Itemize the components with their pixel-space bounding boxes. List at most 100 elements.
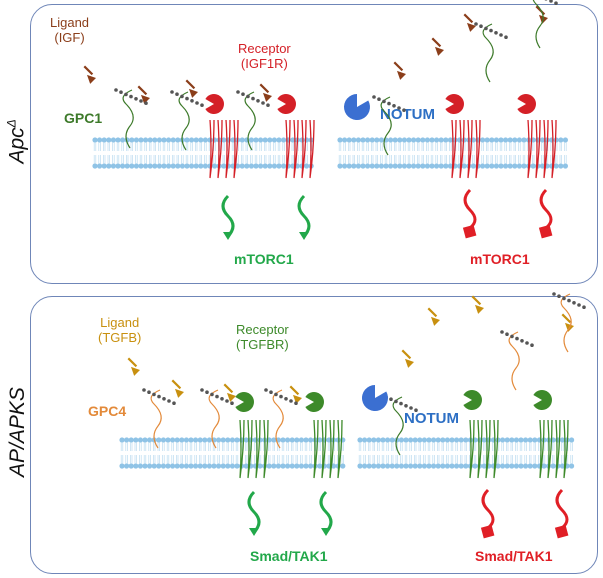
bottom-gpc-1-bead [172, 401, 176, 406]
bottom-gpc-shed-2-bead [557, 294, 561, 299]
top-gpc-shed-1-bead [484, 26, 488, 31]
bottom-blocked-1 [481, 488, 495, 530]
top-gpc-2-bead [195, 101, 199, 105]
bottom-gpc-4 [392, 396, 404, 456]
top-gpc-1-bead [124, 92, 128, 97]
bottom-gpc-3-bead [289, 399, 293, 403]
top-gpc-1-bead [134, 97, 138, 101]
bottom-gpc-4-bead [394, 399, 398, 404]
top-gpc-shed-1-bead [494, 31, 498, 35]
bottom-gpc-shed-2-bead [552, 292, 556, 296]
bottom-gpc-2-bead [205, 390, 209, 395]
top-gpc-4 [380, 96, 392, 156]
bottom-arrow-active-2-head [321, 528, 331, 536]
bottom-gpc-shed-2-bead [582, 305, 586, 310]
top-receptor-helix-2 [285, 119, 315, 179]
top-ligand-1-shaft [137, 85, 148, 96]
bottom-ligand-free-3-shaft [471, 295, 482, 306]
bottom-notum-label: NOTUM [404, 410, 459, 427]
bottom-gpc-shed-2-bead [562, 296, 566, 301]
bottom-ligand-3 [293, 394, 302, 404]
top-output-right: mTORC1 [470, 251, 530, 267]
top-ligand-2 [189, 88, 198, 98]
top-ligand-free-2 [467, 22, 476, 32]
bottom-gpc-shed-2-bead [577, 303, 581, 307]
bottom-receptor-helix-1 [239, 419, 269, 479]
top-gpc-1-bead [144, 101, 148, 105]
bottom-ligand-free-2-shaft [427, 307, 438, 318]
top-gpc-shed-1-bead [504, 35, 508, 39]
top-output-left: mTORC1 [234, 251, 294, 267]
top-receptor-label: Receptor(IGF1R) [238, 41, 291, 71]
top-gpc-3-bead [246, 94, 250, 99]
top-receptor-helix-4 [527, 119, 557, 179]
top-arrow-active-1 [221, 194, 235, 238]
top-gpc-3-bead [236, 90, 240, 94]
top-gpc-4-bead [392, 104, 396, 108]
top-gpc-1-bead [114, 88, 118, 92]
top-gpc-shed-1-bead [499, 33, 503, 37]
bottom-gpc-3-bead [279, 394, 283, 399]
bottom-receptor-helix-4 [539, 419, 569, 479]
bottom-gpc-1 [150, 389, 162, 449]
top-gpc-4-bead [372, 95, 376, 99]
top-gpc-shed-1-bead [489, 28, 493, 33]
bottom-gpc-2-bead [230, 401, 234, 406]
top-gpc-3-bead [251, 96, 255, 101]
bottom-gpc-3-bead [264, 388, 268, 392]
bottom-gpc-shed-1-bead [530, 343, 534, 348]
top-gpc-2-bead [200, 103, 204, 107]
top-ligand-free-3 [435, 46, 444, 56]
bottom-blocked-1-stop [480, 524, 495, 539]
top-gpc-shed-2-bead [554, 1, 558, 5]
top-receptor-head-4 [517, 94, 536, 115]
bottom-ligand-free-2 [431, 316, 440, 326]
top-gpc-shed-2-bead [544, 0, 548, 1]
top-receptor-head-2 [277, 94, 297, 115]
bottom-receptor-helix-2 [313, 419, 343, 479]
bottom-gpc-3-bead [284, 397, 288, 401]
bottom-ligand-4 [405, 358, 414, 368]
bottom-ligand-1-shaft [171, 379, 182, 390]
bottom-gpc-1-bead [162, 397, 166, 401]
top-gpc-2 [178, 91, 190, 151]
top-arrow-active-2 [297, 194, 311, 238]
top-receptor-helix-1 [209, 119, 239, 179]
bottom-ligand-free-shaft [127, 357, 138, 368]
top-ligand-label: Ligand(IGF) [50, 15, 90, 45]
bottom-receptor-head-1 [235, 392, 255, 412]
bottom-receptor-label: Receptor(TGFBR) [236, 322, 289, 352]
top-gpc-4-bead [377, 97, 381, 101]
bottom-receptor-helix-3 [469, 419, 499, 479]
bottom-gpc-2 [208, 389, 220, 449]
bottom-gpc-1-bead [142, 388, 146, 392]
bottom-gpc-shed-1-bead [505, 332, 509, 337]
top-gpc-label: GPC1 [64, 110, 103, 126]
top-gpc-2-bead [175, 92, 179, 96]
top-ligand-free-3-shaft [431, 37, 442, 48]
bottom-gpc-shed-1-bead [525, 341, 529, 345]
bottom-gpc-2-bead [210, 392, 214, 397]
bottom-gpc-shed-2-bead [572, 301, 576, 305]
bottom-ligand-free-3 [475, 304, 484, 314]
top-gpc-shed-2-bead [549, 0, 553, 3]
bottom-gpc-4-bead [414, 408, 418, 413]
top-blocked-2-stop [538, 224, 553, 239]
bottom-blocked-2 [555, 488, 569, 530]
bottom-gpc-shed-1-bead [520, 339, 524, 343]
top-gpc-shed-2 [532, 0, 544, 49]
top-gpc-1-bead [139, 99, 143, 103]
bottom-gpc-3 [272, 389, 284, 449]
top-gpc-1 [122, 89, 134, 149]
top-gpc-4-bead [382, 99, 386, 104]
bottom-output-left: Smad/TAK1 [250, 548, 328, 564]
bottom-membrane-left [119, 437, 346, 469]
bottom-arrow-active-1-head [249, 528, 259, 536]
top-ligand-4 [397, 70, 406, 80]
bottom-output-right: Smad/TAK1 [475, 548, 553, 564]
top-gpc-2-bead [185, 96, 189, 101]
top-gpc-3-bead [256, 99, 260, 103]
top-gpc-1-bead [129, 94, 133, 99]
top-gpc-3-bead [266, 103, 270, 107]
